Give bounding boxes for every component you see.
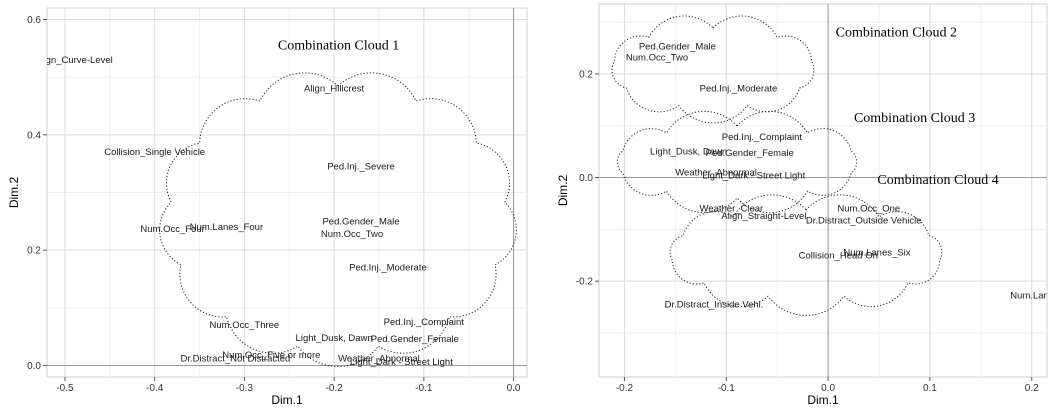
- x-tick-label: -0.2: [616, 383, 634, 394]
- y-tick-label: 0.2: [579, 69, 593, 80]
- x-tick-label: -0.3: [236, 383, 254, 394]
- point-label: Align_Hillcrest: [304, 84, 365, 95]
- point-label: Light_Dark - Street Light: [350, 357, 453, 368]
- x-tick-label: 0.2: [1025, 383, 1039, 394]
- point-label: Light_Dusk, Dawn: [650, 147, 727, 158]
- point-label: Num.Occ_Five or more: [222, 350, 320, 361]
- point-label: Ped.Inj._Complaint: [384, 317, 465, 328]
- point-label: Align_Straight-Level: [721, 211, 806, 222]
- point-label: Num.Occ_One: [837, 204, 900, 215]
- point-label: Ped.Gender_Female: [371, 334, 459, 345]
- cloud-title: Combination Cloud 3: [854, 111, 975, 126]
- y-tick-label: 0.4: [27, 130, 41, 141]
- left-panel: -0.5 -0.4 -0.3 -0.2 -0.1 0.0 0.0 0.2 0.4 0.6Dim.1…: [7, 7, 528, 407]
- point-label: Ped.Gender_Female: [706, 148, 794, 159]
- x-axis-label: Dim.1: [271, 393, 303, 407]
- cloud-title: Combination Cloud 1: [278, 38, 399, 53]
- point-label: Collision_Single Vehicle: [104, 147, 205, 158]
- cloud-title: Combination Cloud 4: [877, 173, 998, 188]
- point-label: Weather_Clear: [700, 204, 764, 215]
- point-label: Num.Occ_Two: [321, 229, 383, 240]
- point-label: Num.Lanes_Four: [190, 222, 263, 233]
- x-tick-label: 0.0: [821, 383, 835, 394]
- point-label: Collision_Head On: [799, 250, 878, 261]
- x-tick-label: -0.1: [718, 383, 736, 394]
- point-label: Ped.Gender_Male: [639, 41, 716, 52]
- point-label: Ped.Inj._Complaint: [722, 132, 803, 143]
- plot-area: [598, 3, 1048, 378]
- point-label: Align_Curve-Level: [35, 55, 113, 66]
- point-label: Weather_Abnormal: [675, 167, 757, 178]
- point-label: Weather_Abnormal: [338, 354, 420, 365]
- combination-cloud-outline: [159, 72, 517, 368]
- point-labels: Align_Curve-LevelAlign_HillcrestCollisio…: [35, 55, 465, 368]
- y-axis-label: Dim.2: [556, 175, 570, 207]
- point-label: Light_Dusk, Dawn: [296, 333, 373, 344]
- combination-cloud-outline: [616, 110, 858, 214]
- point-label: Num.Occ_Two: [626, 52, 688, 63]
- point-label: Dr.Distract_Inside Vehi.: [665, 299, 764, 310]
- y-tick-label: 0.6: [27, 15, 41, 26]
- point-label: Num.Lanes_Four: [1010, 291, 1053, 302]
- x-tick-label: 0.1: [923, 383, 937, 394]
- x-tick-label: -0.5: [56, 383, 74, 394]
- x-tick-label: -0.1: [415, 383, 433, 394]
- point-label: Light_Dark - Street Light: [702, 170, 805, 181]
- point-label: Num.Occ_Three: [210, 320, 280, 331]
- y-tick-label: 0.0: [579, 173, 593, 184]
- point-label: Num.Lanes_Six: [843, 248, 910, 259]
- y-tick-label: 0.0: [27, 361, 41, 372]
- point-label: Dr.Distract_Not Distracted: [181, 354, 291, 365]
- combination-cloud-outline: [611, 15, 815, 124]
- y-axis-label: Dim.2: [7, 177, 21, 209]
- x-tick-label: -0.2: [325, 383, 343, 394]
- point-label: Num.Occ_Four: [140, 224, 204, 235]
- point-label: Dr.Distract_Outside Vehicle: [806, 216, 922, 227]
- x-tick-label: -0.4: [146, 383, 164, 394]
- x-tick-label: 0.0: [507, 383, 521, 394]
- cloud-title: Combination Cloud 2: [836, 25, 957, 40]
- point-labels: Ped.Gender_MaleNum.Occ_TwoPed.Inj._Moder…: [626, 41, 1053, 310]
- x-axis-label: Dim.1: [807, 393, 839, 407]
- y-tick-label: 0.2: [27, 246, 41, 257]
- y-tick-label: -0.2: [576, 277, 594, 288]
- point-label: Ped.Inj._Severe: [327, 162, 395, 173]
- point-label: Ped.Inj._Moderate: [349, 262, 427, 273]
- combination-cloud-outline: [669, 194, 943, 316]
- point-label: Ped.Gender_Male: [322, 216, 399, 227]
- point-label: Ped.Inj._Moderate: [700, 83, 778, 94]
